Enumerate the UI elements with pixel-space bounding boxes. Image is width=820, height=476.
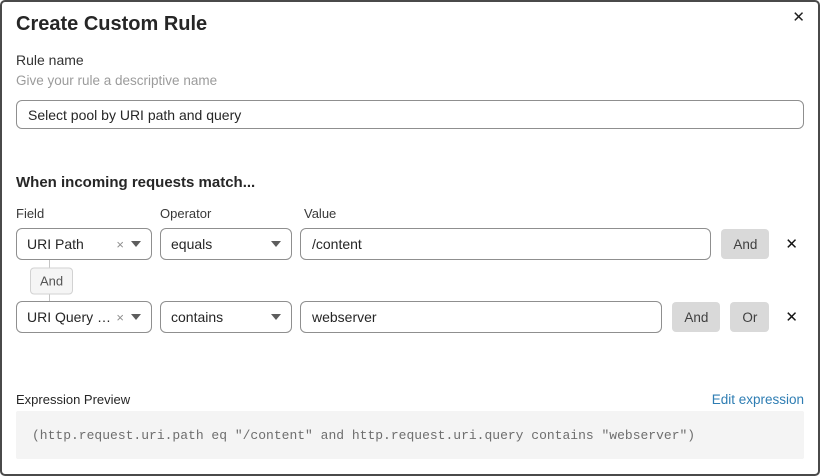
value-column-label: Value xyxy=(304,206,337,221)
add-and-condition-button[interactable]: And xyxy=(672,302,721,332)
field-column-label: Field xyxy=(16,206,45,221)
page-title: Create Custom Rule xyxy=(16,13,208,35)
operator-select-value: contains xyxy=(171,309,224,325)
add-or-condition-button[interactable]: Or xyxy=(730,302,770,332)
field-select[interactable]: URI Query St... × xyxy=(16,301,152,333)
condition-row: URI Path × equals And ✕ xyxy=(16,228,804,260)
chevron-down-icon xyxy=(131,314,141,320)
value-input[interactable] xyxy=(300,228,712,260)
clear-icon[interactable]: × xyxy=(116,309,124,325)
delete-condition-icon[interactable]: ✕ xyxy=(785,235,798,253)
match-heading: When incoming requests match... xyxy=(16,174,256,191)
value-input[interactable] xyxy=(300,301,663,333)
connector-and-chip[interactable]: And xyxy=(30,267,74,294)
condition-row: URI Query St... × contains And Or ✕ xyxy=(16,301,804,333)
clear-icon[interactable]: × xyxy=(116,236,124,252)
add-and-condition-button[interactable]: And xyxy=(721,229,770,259)
operator-select[interactable]: equals xyxy=(160,228,292,260)
rule-name-hint: Give your rule a descriptive name xyxy=(16,73,218,88)
operator-select[interactable]: contains xyxy=(160,301,292,333)
rule-name-input[interactable] xyxy=(16,100,804,129)
chevron-down-icon xyxy=(271,314,281,320)
condition-connector: And xyxy=(16,260,804,301)
chevron-down-icon xyxy=(271,241,281,247)
close-icon[interactable]: ✕ xyxy=(792,9,805,26)
operator-select-value: equals xyxy=(171,236,213,252)
field-select[interactable]: URI Path × xyxy=(16,228,152,260)
field-select-value: URI Query St... xyxy=(27,309,112,325)
expression-preview-label: Expression Preview xyxy=(16,391,131,407)
expression-code-block: (http.request.uri.path eq "/content" and… xyxy=(16,411,804,459)
rule-name-label: Rule name xyxy=(16,52,84,68)
delete-condition-icon[interactable]: ✕ xyxy=(785,308,798,326)
operator-column-label: Operator xyxy=(160,206,212,221)
condition-column-labels: Field Operator Value xyxy=(16,206,804,221)
expression-code: (http.request.uri.path eq "/content" and… xyxy=(32,427,696,443)
chevron-down-icon xyxy=(131,241,141,247)
edit-expression-link[interactable]: Edit expression xyxy=(711,391,804,407)
field-select-value: URI Path xyxy=(27,236,84,252)
expression-preview-header: Expression Preview Edit expression xyxy=(16,391,804,407)
